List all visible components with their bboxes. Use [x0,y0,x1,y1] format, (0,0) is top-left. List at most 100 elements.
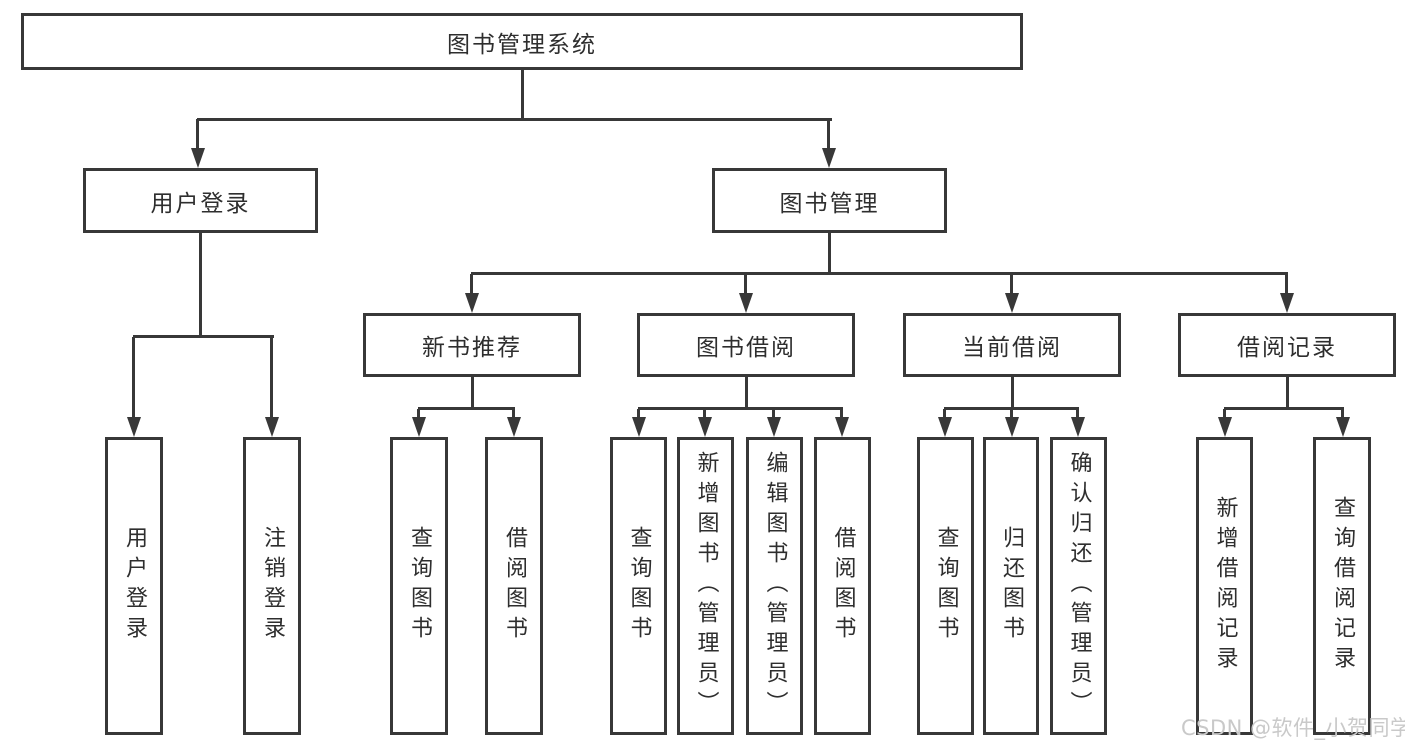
node-current-borrow: 当前借阅 [903,313,1121,377]
leaf-logout: 注销登录 [243,437,301,735]
arrow-to-bb-add-book [698,409,712,437]
leaf-br-add-borrow-record: 新增借阅记录 [1196,437,1253,735]
arrow-stem [1341,409,1344,417]
connector-root-stem [521,70,524,118]
arrow-stem [512,409,515,417]
leaf-bb-query-book: 查询图书 [610,437,667,735]
leaf-cb-confirm-return-admin: 确认归还（管理员） [1050,437,1107,735]
arrow-head-icon [739,293,753,313]
arrow-stem [270,337,273,417]
node-label: 注销登录 [260,526,285,646]
arrow-to-bb-borrow-book [835,409,849,437]
arrow-head-icon [127,417,141,437]
leaf-bb-borrow-book: 借阅图书 [814,437,871,735]
arrow-to-br-add-record [1218,409,1232,437]
arrow-head-icon [465,293,479,313]
arrow-stem [1010,409,1013,417]
arrow-head-icon [1336,417,1350,437]
node-borrow-record: 借阅记录 [1178,313,1396,377]
arrow-to-cb-confirm-return [1071,409,1085,437]
arrow-head-icon [1005,417,1019,437]
arrow-stem [1285,274,1288,293]
leaf-nb-query-book: 查询图书 [390,437,448,735]
arrow-stem [637,409,640,417]
arrow-to-bb-edit-book [767,409,781,437]
arrow-head-icon [412,417,426,437]
arrow-to-book-management [822,119,836,168]
arrow-head-icon [938,417,952,437]
node-user-login: 用户登录 [83,168,318,233]
node-label: 图书借阅 [696,335,796,361]
arrow-to-new-book-recommend [465,274,479,313]
arrow-stem [943,409,946,417]
node-label: 查询图书 [626,526,652,646]
connector-book-management-branch [471,272,1288,275]
connector-user-login-branch [133,335,274,338]
arrow-to-nb-borrow-book [507,409,521,437]
node-label: 借阅记录 [1237,335,1337,361]
node-label: 新增借阅记录 [1212,496,1238,676]
arrow-to-bb-query-book [632,409,646,437]
arrow-to-cb-return-book [1005,409,1019,437]
node-label: 编辑图书（管理员） [762,451,788,721]
leaf-nb-borrow-book: 借阅图书 [485,437,543,735]
csdn-watermark: CSDN @软件_小贺同学 [1181,716,1405,740]
arrow-stem [1076,409,1079,417]
arrow-stem [703,409,706,417]
arrow-stem [840,409,843,417]
node-label: 用户登录 [122,526,147,646]
leaf-br-query-borrow-record: 查询借阅记录 [1313,437,1371,735]
connector-user-login-stem [199,233,202,335]
leaf-cb-query-book: 查询图书 [917,437,974,735]
arrow-head-icon [835,417,849,437]
node-book-borrow: 图书借阅 [637,313,855,377]
arrow-head-icon [822,148,836,168]
arrow-to-user-login [191,119,205,168]
node-label: 借阅图书 [502,526,527,646]
arrow-stem [132,337,135,417]
arrow-head-icon [1280,293,1294,313]
node-label: 借阅图书 [830,526,856,646]
node-label: 查询图书 [407,526,432,646]
arrow-to-book-borrow [739,274,753,313]
node-label: 归还图书 [999,526,1024,646]
node-new-book-recommend: 新书推荐 [363,313,581,377]
node-label: 图书管理 [779,190,880,217]
connector-current-borrow-stem [1011,377,1014,407]
connector-borrow-record-stem [1286,377,1289,407]
node-label: 查询借阅记录 [1330,496,1355,676]
connector-new-book-stem [471,377,474,407]
node-book-management: 图书管理 [712,168,947,233]
arrow-stem [196,119,199,148]
arrow-head-icon [191,148,205,168]
arrow-to-borrow-record [1280,274,1294,313]
arrow-to-cb-query-book [938,409,952,437]
connector-new-book-branch [418,407,515,410]
connector-root-branch [197,118,832,121]
leaf-user-login: 用户登录 [105,437,163,735]
node-label: 新书推荐 [422,335,522,361]
arrow-to-leaf-user-login [127,337,141,437]
arrow-to-br-query-record [1336,409,1350,437]
arrow-head-icon [698,417,712,437]
arrow-stem [744,274,747,293]
connector-borrow-record-branch [1224,407,1344,410]
arrow-stem [417,409,420,417]
arrow-head-icon [632,417,646,437]
arrow-stem [470,274,473,293]
node-label: 当前借阅 [962,335,1062,361]
node-label: 查询图书 [933,526,959,646]
arrow-stem [1010,274,1013,293]
arrow-head-icon [1005,293,1019,313]
node-label: 确认归还（管理员） [1066,451,1092,721]
arrow-head-icon [767,417,781,437]
arrow-head-icon [507,417,521,437]
node-label: 用户登录 [150,190,251,217]
leaf-bb-add-book-admin: 新增图书（管理员） [677,437,734,735]
arrow-to-nb-query-book [412,409,426,437]
leaf-bb-edit-book-admin: 编辑图书（管理员） [746,437,803,735]
arrow-to-leaf-logout [265,337,279,437]
arrow-to-current-borrow [1005,274,1019,313]
node-label: 新增图书（管理员） [693,451,719,721]
